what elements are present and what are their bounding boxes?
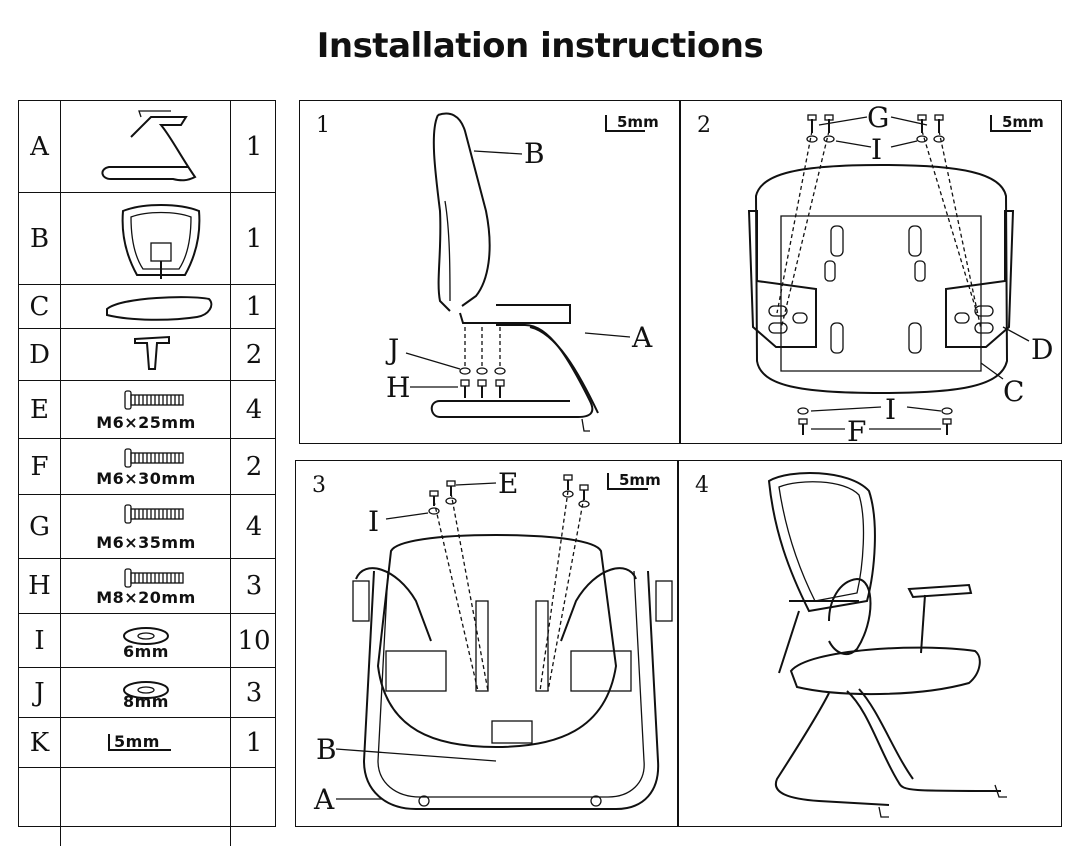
page-title: Installation instructions xyxy=(316,26,764,66)
base-frame-front-view xyxy=(362,570,660,810)
seat-and-arms-underside xyxy=(352,533,673,749)
bolt-icon: M6×30mm xyxy=(61,439,231,494)
part-letter: A xyxy=(19,101,61,192)
armrest-brackets xyxy=(747,210,1015,348)
part-quantity: 1 xyxy=(245,131,263,162)
step-1-number: 1 xyxy=(316,113,330,138)
step-1-panel: 1 5mm B A xyxy=(299,100,680,444)
step-2-label-d: D xyxy=(1031,333,1053,366)
part-letter: J xyxy=(19,668,61,717)
parts-row-empty xyxy=(19,768,275,846)
step-1-diagram: 5mm B A J H xyxy=(385,112,659,432)
part-letter: C xyxy=(19,285,61,328)
part-quantity: 4 xyxy=(245,511,263,542)
step-3-bolts xyxy=(428,474,590,692)
step-4-panel: 4 xyxy=(678,460,1062,827)
step-2-label-i-bottom: I xyxy=(885,393,896,426)
part-quantity: 1 xyxy=(245,727,263,758)
part-size-label: 6mm xyxy=(123,642,169,661)
part-quantity: 10 xyxy=(237,625,271,656)
step-3-diagram: 5mm xyxy=(313,467,673,816)
step-1-label-a: A xyxy=(631,321,653,354)
part-image-cell xyxy=(61,768,231,846)
part-letter: H xyxy=(19,559,61,613)
part-letter: G xyxy=(19,495,61,558)
step-3-tool-label: 5mm xyxy=(619,471,661,489)
part-letter: K xyxy=(19,718,61,767)
step-2-number: 2 xyxy=(697,113,711,138)
step-4-assembled-chair-diagram xyxy=(767,472,1007,818)
hex-wrench-icon: 5mm xyxy=(607,471,661,490)
step-3-number: 3 xyxy=(312,473,326,498)
parts-row-f: F M6×30mm 2 xyxy=(19,439,275,495)
step-2-tool-label: 5mm xyxy=(1002,113,1044,131)
bolt-icon: M8×20mm xyxy=(61,559,231,613)
part-quantity: 4 xyxy=(245,394,263,425)
step-2-label-c: C xyxy=(1003,375,1024,408)
seat-cushion-icon xyxy=(61,285,231,328)
part-quantity: 1 xyxy=(245,223,263,254)
part-quantity: 1 xyxy=(245,291,263,322)
parts-row-e: E M6×25mm 4 xyxy=(19,381,275,439)
step-3-label-e: E xyxy=(498,467,518,500)
step-3-label-a: A xyxy=(313,783,335,816)
part-size-label: M6×25mm xyxy=(96,413,196,432)
parts-row-j: J 8mm 3 xyxy=(19,668,275,718)
step-4-number: 4 xyxy=(695,473,709,498)
part-size-label: M6×35mm xyxy=(96,533,196,552)
bolt-icon: M6×35mm xyxy=(61,495,231,558)
part-letter: B xyxy=(19,193,61,284)
parts-row-k: K 5mm 1 xyxy=(19,718,275,768)
parts-row-g: G M6×35mm 4 xyxy=(19,495,275,559)
step-2-bolts xyxy=(776,114,982,435)
part-quantity: 3 xyxy=(245,571,263,601)
parts-row-h: H M8×20mm 3 xyxy=(19,559,275,614)
part-letter: F xyxy=(19,439,61,494)
part-size-label: M6×30mm xyxy=(96,469,196,488)
part-quantity: 2 xyxy=(245,339,263,370)
chair-base-frame-icon xyxy=(61,101,231,192)
bolt-icon: M6×25mm xyxy=(61,381,231,438)
backrest-side-view xyxy=(432,112,571,324)
chair-base-side-view xyxy=(430,324,599,432)
chair-backrest-icon xyxy=(61,193,231,284)
step-1-label-h: H xyxy=(386,371,410,404)
part-size-label: M8×20mm xyxy=(96,588,196,607)
part-letter: E xyxy=(19,381,61,438)
washer-icon: 6mm xyxy=(61,614,231,667)
hex-wrench-icon: 5mm xyxy=(605,113,659,132)
step-3-panel: 3 5mm xyxy=(295,460,678,827)
step-1-tool-label: 5mm xyxy=(617,113,659,131)
part-letter xyxy=(19,768,61,846)
part-letter: I xyxy=(19,614,61,667)
step-2-panel: 2 5mm xyxy=(680,100,1062,448)
part-quantity: 2 xyxy=(245,451,263,482)
part-letter: D xyxy=(19,329,61,380)
step-1-label-j: J xyxy=(385,333,399,366)
parts-row-i: I 6mm 10 xyxy=(19,614,275,668)
part-quantity xyxy=(231,768,277,846)
step-1-label-b: B xyxy=(524,137,545,170)
part-size-label: 5mm xyxy=(114,732,160,751)
hex-wrench-icon: 5mm xyxy=(990,113,1044,132)
step-2-label-g: G xyxy=(867,101,889,134)
hex-wrench-icon: 5mm xyxy=(61,718,231,767)
washer-icon: 8mm xyxy=(61,668,231,717)
step-2-label-i-top: I xyxy=(871,133,882,166)
part-quantity: 3 xyxy=(245,677,263,708)
seat-underside-view xyxy=(754,163,1009,395)
armrest-icon xyxy=(61,329,231,380)
step-3-label-b: B xyxy=(316,733,337,766)
part-size-label: 8mm xyxy=(123,692,169,711)
step-1-bolts xyxy=(459,327,506,398)
step-2-diagram: 5mm xyxy=(747,101,1053,448)
step-2-label-f: F xyxy=(847,415,866,448)
step-3-label-i: I xyxy=(368,505,379,538)
